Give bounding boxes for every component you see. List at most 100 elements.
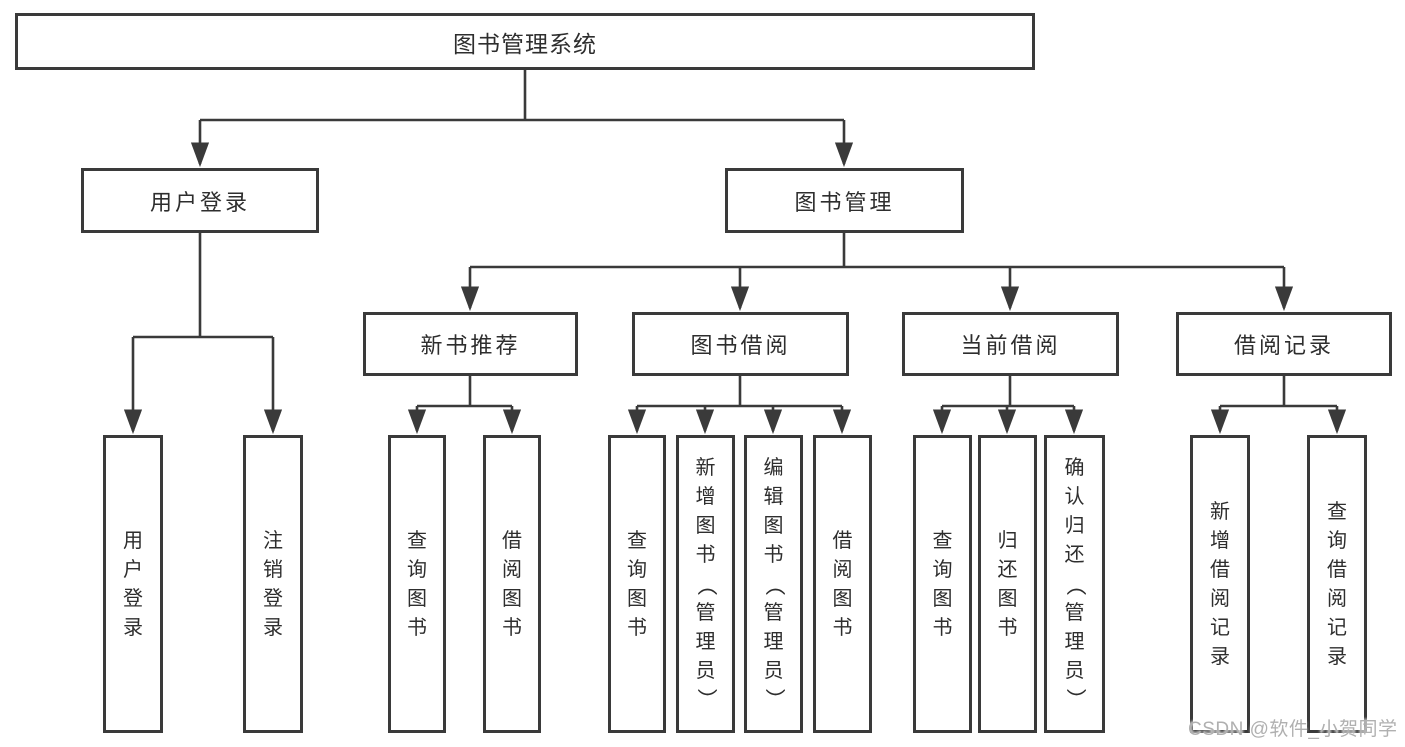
vertical-char: 借 <box>1210 558 1230 581</box>
vertical-char: 阅 <box>502 558 522 581</box>
node-user-login: 用户登录 <box>81 168 319 233</box>
vertical-char: （ <box>1063 572 1086 596</box>
leaf-edit-books-admin-label: 编辑图书（管理员） <box>747 438 800 730</box>
vertical-char: 录 <box>1327 645 1347 668</box>
node-book-management: 图书管理 <box>725 168 964 233</box>
node-current-borrow-label: 当前借阅 <box>960 333 1061 358</box>
vertical-char: 新 <box>695 457 716 479</box>
vertical-char: 阅 <box>1210 587 1230 610</box>
vertical-char: 用 <box>123 529 143 552</box>
vertical-char: 书 <box>832 616 853 639</box>
vertical-char: 询 <box>932 558 953 581</box>
vertical-char: 确 <box>1064 457 1085 479</box>
vertical-char: 管 <box>763 602 784 624</box>
leaf-confirm-return-admin-label: 确认归还（管理员） <box>1047 438 1102 730</box>
vertical-char: 辑 <box>763 486 784 508</box>
vertical-char: 书 <box>627 616 647 639</box>
vertical-char: （ <box>694 572 717 596</box>
vertical-char: 记 <box>1210 616 1230 639</box>
vertical-char: 管 <box>695 602 716 624</box>
leaf-borrow-books: 借阅图书 <box>813 435 872 733</box>
csdn-watermark: CSDN @软件_小贺同学 <box>1188 719 1398 740</box>
vertical-char: 增 <box>695 486 716 508</box>
leaf-return-books-label: 归还图书 <box>981 438 1034 730</box>
vertical-char: 还 <box>1064 544 1085 566</box>
vertical-char: 管 <box>1064 602 1085 624</box>
vertical-char: 书 <box>763 544 784 566</box>
vertical-char: 户 <box>123 558 143 581</box>
vertical-char: （ <box>762 572 785 596</box>
vertical-char: 图 <box>407 587 427 610</box>
leaf-query-borrow-record-label: 查询借阅记录 <box>1310 438 1364 730</box>
vertical-char: 查 <box>627 529 647 552</box>
vertical-char: 员 <box>763 660 784 682</box>
vertical-char: 录 <box>1210 645 1230 668</box>
node-current-borrow: 当前借阅 <box>902 312 1119 376</box>
vertical-char: 员 <box>1064 660 1085 682</box>
node-new-book-recommend-label: 新书推荐 <box>420 333 521 358</box>
vertical-char: 图 <box>832 587 853 610</box>
leaf-confirm-return-admin: 确认归还（管理员） <box>1044 435 1105 733</box>
vertical-char: 阅 <box>832 558 853 581</box>
vertical-char: 员 <box>695 660 716 682</box>
leaf-add-books-admin-label: 新增图书（管理员） <box>679 438 732 730</box>
vertical-char: 询 <box>627 558 647 581</box>
leaf-user-login-label: 用户登录 <box>106 438 160 730</box>
leaf-query-books-borrow-label: 查询图书 <box>611 438 663 730</box>
vertical-char: 查 <box>407 529 427 552</box>
node-root-label: 图书管理系统 <box>453 30 597 57</box>
leaf-add-borrow-record: 新增借阅记录 <box>1190 435 1250 733</box>
vertical-char: ） <box>762 688 785 712</box>
leaf-return-books: 归还图书 <box>978 435 1037 733</box>
vertical-char: 图 <box>627 587 647 610</box>
leaf-borrow-books-recommend-label: 借阅图书 <box>486 438 538 730</box>
vertical-char: 书 <box>502 616 522 639</box>
node-borrow-records-label: 借阅记录 <box>1233 333 1334 358</box>
node-root-system: 图书管理系统 <box>15 13 1035 70</box>
vertical-char: 注 <box>263 529 283 552</box>
vertical-char: 记 <box>1327 616 1347 639</box>
vertical-char: 理 <box>763 631 784 653</box>
leaf-add-books-admin: 新增图书（管理员） <box>676 435 735 733</box>
vertical-char: 询 <box>407 558 427 581</box>
leaf-add-borrow-record-label: 新增借阅记录 <box>1193 438 1247 730</box>
vertical-char: 图 <box>695 515 716 537</box>
vertical-char: 查 <box>932 529 953 552</box>
vertical-char: 录 <box>263 616 283 639</box>
node-new-book-recommend: 新书推荐 <box>363 312 578 376</box>
vertical-char: 理 <box>695 631 716 653</box>
node-book-borrow-label: 图书借阅 <box>690 333 791 358</box>
vertical-char: 图 <box>502 587 522 610</box>
leaf-logout-label: 注销登录 <box>246 438 300 730</box>
vertical-char: 归 <box>997 529 1018 552</box>
node-book-borrow: 图书借阅 <box>632 312 849 376</box>
leaf-edit-books-admin: 编辑图书（管理员） <box>744 435 803 733</box>
leaf-query-books-recommend: 查询图书 <box>388 435 446 733</box>
vertical-char: 书 <box>932 616 953 639</box>
leaf-query-borrow-record: 查询借阅记录 <box>1307 435 1367 733</box>
leaf-query-books-current-label: 查询图书 <box>916 438 969 730</box>
vertical-char: 认 <box>1064 486 1085 508</box>
leaf-borrow-books-label: 借阅图书 <box>816 438 869 730</box>
leaf-query-books-recommend-label: 查询图书 <box>391 438 443 730</box>
vertical-char: 借 <box>502 529 522 552</box>
vertical-char: 登 <box>263 587 283 610</box>
vertical-char: 图 <box>997 587 1018 610</box>
vertical-char: 阅 <box>1327 587 1347 610</box>
vertical-char: 增 <box>1210 529 1230 552</box>
vertical-char: 归 <box>1064 515 1085 537</box>
leaf-user-login: 用户登录 <box>103 435 163 733</box>
vertical-char: 书 <box>997 616 1018 639</box>
node-user-login-label: 用户登录 <box>149 189 250 215</box>
vertical-char: 借 <box>1327 558 1347 581</box>
leaf-logout: 注销登录 <box>243 435 303 733</box>
vertical-char: 销 <box>263 558 283 581</box>
node-book-management-label: 图书管理 <box>794 189 895 215</box>
vertical-char: 还 <box>997 558 1018 581</box>
vertical-char: 书 <box>695 544 716 566</box>
leaf-query-books-borrow: 查询图书 <box>608 435 666 733</box>
vertical-char: 理 <box>1064 631 1085 653</box>
vertical-char: 登 <box>123 587 143 610</box>
